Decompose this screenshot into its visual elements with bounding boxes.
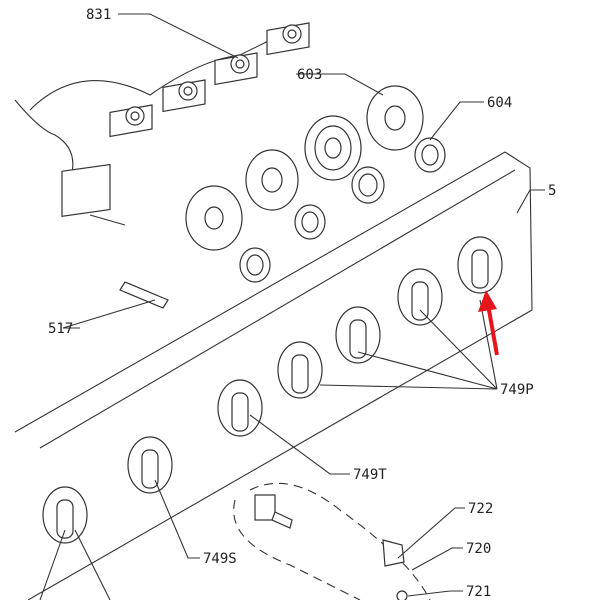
knob[interactable] xyxy=(217,379,263,437)
label-749P: 749P xyxy=(500,382,534,398)
pin-517 xyxy=(119,281,169,309)
highlight-arrow xyxy=(478,290,499,356)
label-720: 720 xyxy=(466,541,491,557)
knobs xyxy=(42,236,503,544)
knob[interactable] xyxy=(127,436,173,494)
burner-rings xyxy=(185,85,424,251)
label-749S: 749S xyxy=(203,551,237,567)
label-722: 722 xyxy=(468,501,493,517)
label-5: 5 xyxy=(548,183,556,199)
label-831: 831 xyxy=(86,7,111,23)
control-panel xyxy=(14,151,533,600)
igniter-switches xyxy=(29,22,310,138)
label-517: 517 xyxy=(48,321,73,337)
knob[interactable] xyxy=(335,306,381,364)
springs xyxy=(239,137,446,283)
knob[interactable] xyxy=(42,486,88,544)
label-603: 603 xyxy=(297,67,322,83)
energy-regulator xyxy=(14,99,126,226)
label-749T: 749T xyxy=(353,467,387,483)
label-604: 604 xyxy=(487,95,512,111)
knob[interactable] xyxy=(457,236,503,294)
knob[interactable] xyxy=(277,341,323,399)
ignition-switch-assembly xyxy=(233,482,431,600)
leader-lines xyxy=(39,13,545,600)
knob[interactable] xyxy=(397,268,443,326)
label-721: 721 xyxy=(466,584,491,600)
